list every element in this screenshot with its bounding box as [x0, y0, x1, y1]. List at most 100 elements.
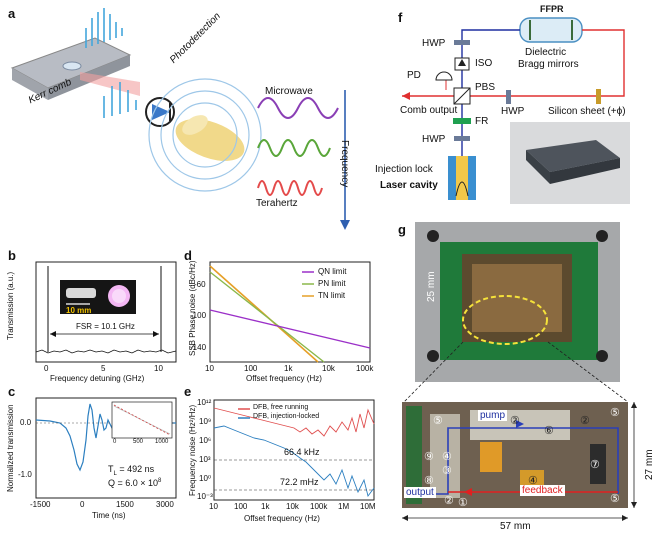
dim-57mm: 57 mm: [500, 521, 531, 532]
panel-c-xtick-3: 3000: [156, 500, 174, 509]
panel-d-ytick-0: -60: [194, 280, 206, 289]
pd-label: PD: [407, 70, 421, 81]
marker-2-right: ②: [580, 415, 590, 427]
silicon-label: Silicon sheet (+ϕ): [548, 106, 626, 117]
panel-c-letter: c: [8, 384, 16, 399]
panel-e-xtick-3: 10k: [286, 502, 299, 511]
panel-f-diagram: [402, 17, 630, 204]
panel-e-ann2: 72.2 mHz: [280, 477, 319, 487]
panel-c-ytick-0: 0.0: [20, 418, 32, 427]
panel-e-ytick-0: 10¹²: [197, 398, 212, 407]
panel-e-ann1: 66.4 kHz: [284, 447, 320, 457]
panel-d-legend-1: PN limit: [318, 279, 346, 288]
comb-spectrum-bottom: [103, 82, 137, 118]
panel-c-q-text: Q = 6.0 × 10: [108, 478, 159, 488]
panel-d-xtick-3: 10k: [322, 364, 335, 373]
panel-c-plot: [35, 397, 177, 499]
panel-c-tl-val: = 492 ns: [116, 464, 155, 474]
terahertz-wave: [257, 180, 323, 196]
panel-d-xtick-4: 100k: [356, 364, 374, 373]
laser-beam: [80, 72, 140, 96]
panel-c-xtick-2: 1500: [116, 500, 134, 509]
marker-3: ③: [442, 465, 452, 477]
output-label: output: [404, 487, 436, 498]
marker-2-bottom: ②: [444, 495, 454, 507]
bragg-label: Bragg mirrors: [518, 59, 579, 70]
panel-g-letter: g: [398, 222, 406, 237]
panel-b-scale: 10 mm: [66, 306, 92, 315]
panel-d-xtick-2: 1k: [284, 364, 293, 373]
marker-4-mid: ④: [528, 475, 538, 487]
marker-1: ①: [458, 497, 468, 509]
marker-4-left: ④: [442, 451, 452, 463]
free-running-trace: [213, 407, 375, 437]
panel-e-xtick-0: 10: [209, 502, 218, 511]
panel-c-tl-sym: T: [108, 464, 114, 474]
marker-5-left: ⑤: [433, 415, 443, 427]
green-wave: [257, 139, 331, 157]
microwave-label: Microwave: [265, 86, 313, 97]
panel-d-xlabel: Offset frequency (Hz): [246, 374, 322, 383]
panel-c-inset-xtick-2: 1000: [155, 439, 169, 445]
dim-27mm: 27 mm: [644, 449, 655, 480]
panel-d-ytick-2: -140: [190, 343, 207, 352]
panel-c-xtick-0: -1500: [30, 500, 51, 509]
panel-e-plot: [213, 399, 375, 501]
emission-rings: [148, 78, 262, 192]
panel-c-q-exp: 8: [158, 478, 162, 484]
fr-label: FR: [475, 116, 489, 127]
iso-label: ISO: [475, 58, 493, 69]
panel-c-xtick-1: 0: [80, 500, 85, 509]
panel-c-inset-xtick-1: 500: [133, 439, 144, 445]
panel-b-xtick-2: 10: [154, 364, 163, 373]
blue-beam-path: [461, 29, 520, 96]
panel-e-legend-1: DFB, injection-locked: [253, 413, 320, 420]
marker-2-mid: ②: [510, 415, 520, 427]
panel-d-plot: [209, 261, 371, 363]
panel-b-fsr: FSR = 10.1 GHz: [76, 322, 135, 331]
panel-a-illustration: [10, 8, 350, 230]
panel-c-inset-xtick-0: 0: [113, 439, 117, 445]
panel-e-letter: e: [184, 384, 192, 399]
laser-cavity-label: Laser cavity: [380, 180, 438, 191]
panel-b-xlabel: Frequency detuning (GHz): [50, 374, 145, 383]
injection-lock-label: Injection lock: [375, 164, 433, 175]
panel-e-xtick-4: 100k: [310, 502, 328, 511]
panel-c-ytick-1: -1.0: [18, 470, 32, 479]
panel-d-legend-0: QN limit: [318, 267, 347, 276]
panel-e-xtick-6: 10M: [360, 502, 376, 511]
pn-limit-line: [209, 271, 325, 363]
panel-b-letter: b: [8, 248, 16, 263]
dielectric-label: Dielectric: [525, 47, 567, 58]
panel-e-ytick-3: 10³: [199, 455, 211, 464]
dim-25mm: 25 mm: [426, 271, 437, 302]
panel-b-plot: [35, 261, 177, 363]
transmission-trace: [35, 349, 177, 354]
qn-limit-line: [209, 309, 371, 349]
panel-d-letter: d: [184, 248, 192, 263]
pbs-label: PBS: [475, 82, 496, 93]
panel-e-legend-0: DFB, free running: [253, 404, 309, 411]
pump-path: [424, 427, 619, 495]
panel-b-xtick-0: 0: [44, 364, 49, 373]
comb-spectrum-top: [85, 8, 123, 48]
panel-d-legend-2: TN limit: [318, 291, 346, 300]
ffpr-label: FFPR: [540, 4, 564, 14]
hwp-right-label: HWP: [501, 106, 525, 117]
panel-c-tl-sub: L: [113, 470, 117, 477]
panel-c-xlabel: Time (ns): [92, 511, 126, 520]
marker-5-topright: ⑤: [610, 407, 620, 419]
hwp-top-label: HWP: [422, 38, 446, 49]
marker-8: ⑧: [424, 475, 434, 487]
panel-b-xtick-1: 5: [101, 364, 106, 373]
panel-e-xtick-2: 1k: [261, 502, 270, 511]
terahertz-label: Terahertz: [256, 198, 298, 209]
panel-c-tl: TL = 492 ns: [108, 464, 154, 477]
red-feedback-path: [470, 29, 625, 97]
panel-d-xtick-0: 10: [205, 364, 214, 373]
marker-6: ⑥: [544, 425, 554, 437]
panel-e-ytick-1: 10⁹: [199, 417, 212, 426]
marker-5-bottomright: ⑤: [610, 493, 620, 505]
panel-e-xtick-5: 1M: [338, 502, 350, 511]
